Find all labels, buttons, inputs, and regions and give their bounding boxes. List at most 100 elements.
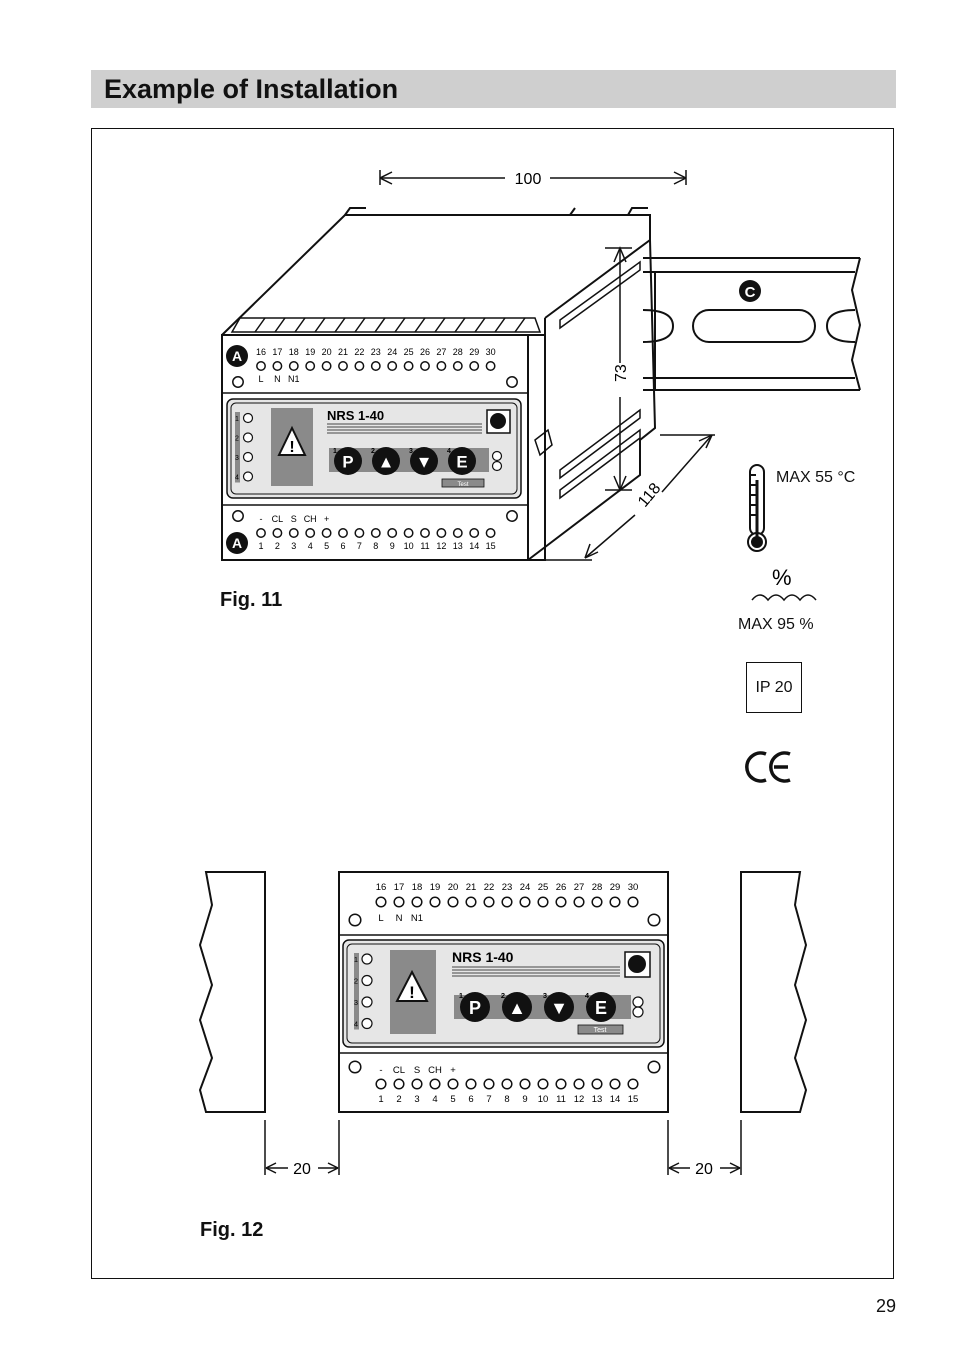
right-wall (740, 871, 808, 1113)
dim-width: 100 (515, 171, 542, 188)
terminal-number: 15 (628, 1094, 639, 1105)
terminal-screw-icon (370, 361, 381, 371)
dim-right-gap: 20 (695, 1161, 713, 1178)
terminal-label: + (324, 514, 329, 524)
terminal-number: 14 (469, 541, 479, 551)
terminal-number: 4 (432, 1094, 437, 1105)
terminal-screw-icon (483, 1078, 495, 1090)
thermometer-icon (747, 464, 767, 552)
terminal-number: 30 (628, 882, 639, 893)
terminal-screw-icon (403, 528, 414, 538)
terminal-number: 2 (275, 541, 280, 551)
mounting-screw-icon (232, 510, 244, 522)
terminal-number: 4 (308, 541, 313, 551)
callout-a-bottom-icon (226, 532, 248, 554)
terminal-screw-icon (609, 1078, 621, 1090)
terminal-label: S (414, 1065, 420, 1076)
terminal-screw-icon (387, 528, 398, 538)
key-button-1[interactable] (334, 447, 362, 475)
status-led-icon (361, 974, 373, 987)
terminal-screw-icon (420, 528, 430, 538)
terminal-number: 1 (258, 541, 263, 551)
dimension-lines (379, 170, 715, 561)
vent-slats (230, 317, 542, 333)
terminal-number: 30 (486, 347, 496, 357)
terminal-number: 25 (404, 347, 414, 357)
terminal-screw-icon (370, 528, 381, 538)
key-button-1[interactable] (460, 992, 490, 1022)
terminal-number: 2 (396, 1094, 401, 1105)
terminal-screw-icon (420, 361, 430, 371)
terminal-screw-icon (288, 528, 299, 538)
led-strip (354, 953, 359, 1030)
terminal-label: - (260, 514, 263, 524)
terminal-number: 5 (324, 541, 329, 551)
led-number: 3 (354, 998, 358, 1007)
key-button-2[interactable] (372, 447, 400, 475)
terminal-number: 15 (486, 541, 496, 551)
key-button-number: 2 (501, 991, 505, 1000)
side-slots (534, 260, 641, 500)
key-button-number: 2 (371, 448, 375, 455)
terminal-screw-icon (627, 896, 639, 908)
terminal-number: 16 (376, 882, 387, 893)
callout-a-icons: A A (226, 345, 248, 554)
terminal-screw-icon (519, 896, 531, 908)
led-strip (235, 412, 240, 483)
terminal-screw-icon (354, 361, 365, 371)
key-button-label: ▲ (508, 998, 526, 1018)
key-button-3[interactable] (410, 447, 438, 475)
status-led-icon (242, 412, 254, 424)
terminal-screw-icon (627, 1078, 639, 1090)
mounting-screw-icon (348, 1060, 362, 1074)
terminal-screw-icon (411, 896, 423, 908)
callout-c-icon (739, 280, 761, 302)
max-temp-text: MAX 55 °C (776, 469, 856, 486)
terminal-number: 5 (450, 1094, 455, 1105)
mounting-screw-icon (647, 1060, 661, 1074)
terminal-number: 22 (484, 882, 495, 893)
key-button-3[interactable] (544, 992, 574, 1022)
dim-height: 73 (613, 364, 630, 382)
status-led-icon (632, 996, 644, 1008)
terminal-screw-icon (436, 361, 447, 371)
key-button-4[interactable] (586, 992, 616, 1022)
terminal-label: N1 (411, 913, 423, 924)
protection-box: IP 20 (746, 662, 802, 713)
fig11-label: Fig. 11 (220, 589, 283, 611)
warning-icon-fig12 (395, 969, 429, 1002)
key-button-label: ▲ (378, 452, 395, 471)
callout-a-top-label: A (232, 348, 242, 364)
terminal-screw-icon (452, 361, 463, 371)
led-number: 2 (354, 977, 358, 986)
terminal-number: 17 (394, 882, 405, 893)
key-button-2[interactable] (502, 992, 532, 1022)
terminal-screw-icon (338, 361, 348, 371)
test-label: Test (457, 482, 468, 488)
svg-text:!: ! (289, 439, 294, 456)
key-button-label: E (456, 452, 467, 471)
gap-dimensions (264, 1120, 742, 1175)
terminal-label: N (274, 374, 281, 384)
terminal-label: S (291, 514, 297, 524)
mounting-screw-icon (647, 913, 661, 927)
key-button-label: P (342, 452, 353, 471)
terminal-screw-icon (436, 528, 447, 538)
terminal-label: CL (393, 1065, 405, 1076)
terminal-number: 26 (420, 347, 430, 357)
page-number: 29 (875, 1296, 896, 1316)
led-number: 1 (354, 955, 358, 964)
terminal-number: 19 (430, 882, 441, 893)
terminal-number: 17 (272, 347, 282, 357)
mounting-screw-icon (348, 913, 362, 927)
terminal-number: 6 (468, 1094, 473, 1105)
key-button-4[interactable] (448, 447, 476, 475)
terminal-number: 7 (357, 541, 362, 551)
left-wall (198, 871, 266, 1113)
terminal-screw-icon (555, 896, 567, 908)
protection-text: IP 20 (755, 678, 793, 696)
terminal-number: 18 (412, 882, 423, 893)
status-led-icon (491, 450, 503, 462)
